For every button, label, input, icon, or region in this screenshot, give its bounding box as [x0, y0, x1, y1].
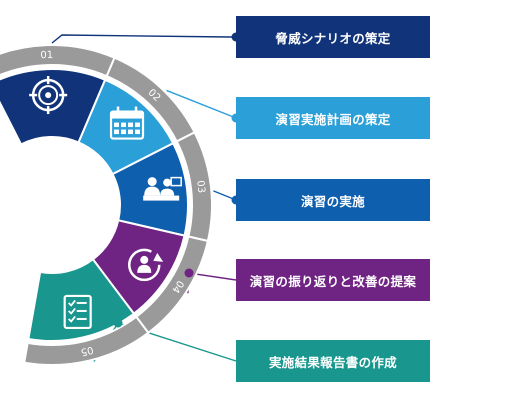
step-4-label: 演習の振り返りと改善の提案 — [249, 273, 417, 289]
step-2-label-box: 演習実施計画の策定 — [236, 97, 430, 139]
step-1-connector — [51, 34, 236, 44]
review-cycle-icon — [128, 248, 164, 282]
step-4-connector-dot — [184, 268, 194, 278]
step-2-label: 演習実施計画の策定 — [275, 111, 391, 127]
step-4-label-box: 演習の振り返りと改善の提案 — [236, 259, 430, 301]
step-2-connector — [166, 89, 237, 119]
target-icon — [29, 76, 68, 115]
step-1-label: 脅威シナリオの策定 — [275, 30, 391, 46]
step-5-segment — [27, 257, 136, 342]
step-5-number: 05 — [79, 344, 94, 358]
meeting-icon — [143, 176, 182, 201]
step-5-label-box: 実施結果報告書の作成 — [236, 340, 430, 382]
step-1-number: 01 — [40, 50, 53, 61]
inner-segment-ring — [0, 68, 189, 342]
checklist-icon — [63, 294, 92, 330]
step-3-label-box: 演習の実施 — [236, 179, 430, 221]
step-5-connector-dot — [113, 318, 123, 328]
step-5-label: 実施結果報告書の作成 — [268, 354, 397, 370]
step-3-label: 演習の実施 — [300, 193, 365, 209]
ring-segment-5 — [23, 315, 150, 366]
step-3-number: 03 — [194, 180, 206, 194]
calendar-icon — [109, 106, 145, 140]
step-icons — [29, 76, 182, 330]
step-1-label-box: 脅威シナリオの策定 — [236, 16, 430, 58]
